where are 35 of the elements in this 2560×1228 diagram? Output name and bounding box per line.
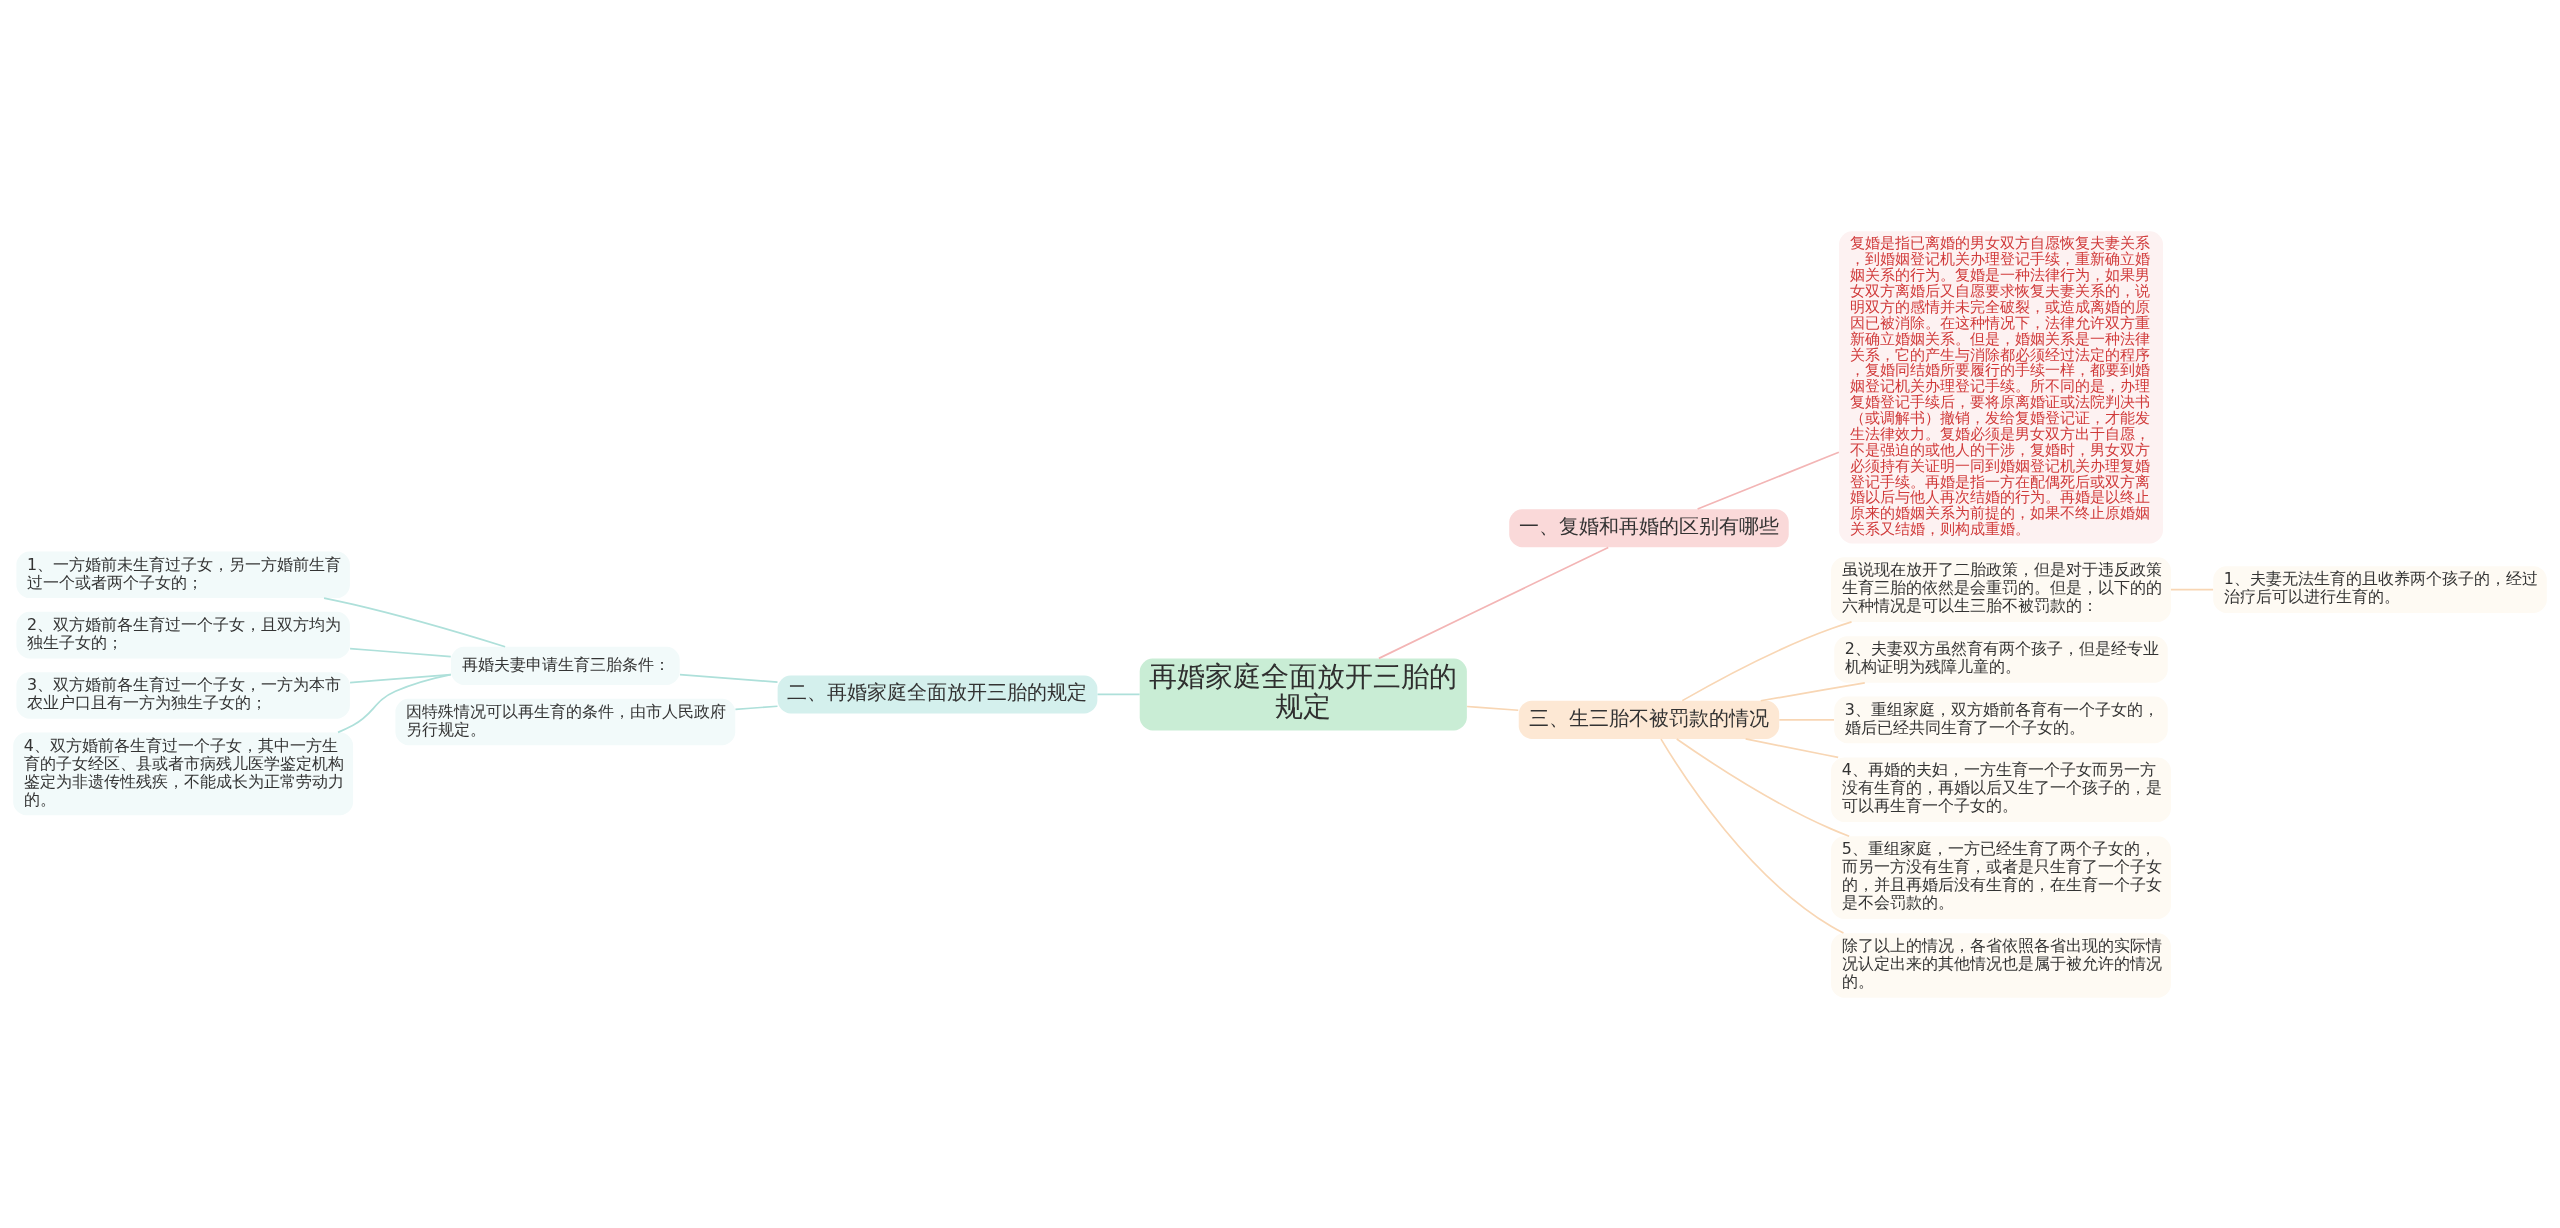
connector xyxy=(1675,737,1850,837)
connector xyxy=(337,673,452,733)
connector xyxy=(734,704,779,710)
node-box: 4、双方婚前各生育过一个子女，其中一方生育的子女经区、县或者市病残儿医学鉴定机构鉴定为非遗传性残疾，不能成长为正常劳动力的。 xyxy=(13,732,354,815)
connector xyxy=(349,647,452,658)
node-box: 2、夫妻双方虽然育有两个孩子，但是经专业机构证明为残障儿童的。 xyxy=(1834,635,2168,683)
node-box: 三、生三胎不被罚款的情况 xyxy=(1518,700,1780,739)
node-box: 5、重组家庭，一方已经生育了两个子女的，而另一方没有生育，或者是只生育了一个子女的，并且再婚后没有生育的，在生育一个子女是不会罚款的。 xyxy=(1831,835,2171,919)
connector xyxy=(349,673,452,683)
connector xyxy=(1744,737,1839,758)
node-box: 4、再婚的夫妇，一方生育一个子女而另一方没有生育的，再婚以后又生了一个孩子的，是可以再生育一个子女的。 xyxy=(1831,756,2171,822)
node-box: 再婚家庭全面放开三胎的规定 xyxy=(1139,657,1467,730)
node-box: 1、夫妻无法生育的且收养两个孩子的，经过治疗后可以进行生育的。 xyxy=(2213,565,2547,613)
connector xyxy=(679,673,779,683)
node-box: 二、再婚家庭全面放开三胎的规定 xyxy=(777,674,1098,713)
connector xyxy=(1660,737,1845,934)
node-box: 虽说现在放开了二胎政策，但是对于违反政策生育三胎的依然是会重罚的。但是，以下的的六种情况是可以生三胎不被罚款的： xyxy=(1831,556,2171,622)
node-box: 除了以上的情况，各省依照各省出现的实际情况认定出来的其他情况也是属于被允许的情况的。 xyxy=(1831,932,2171,998)
connector xyxy=(1696,450,1840,510)
node-box: 一、复婚和再婚的区别有哪些 xyxy=(1509,508,1789,547)
connector xyxy=(1378,546,1610,659)
connector xyxy=(1778,718,1835,721)
node-box: 复婚是指已离婚的男女双方自愿恢复夫妻关系，到婚姻登记机关办理登记手续，重新确立婚姻关系的行为。复婚是一种法律行为，如果男女双方离婚后又自愿要求恢复夫妻关系的，说明双方的感情并未完全破裂，或造成离婚的原因已被消除。在这种情况下，法律允许双方重新确立婚姻关系。但是，婚姻关系是一种法律关系，它的产生与消除都必须经过法定的程序，复婚同结婚所要履行的手续一样，都要到婚姻登记机关办理登记手续。所不同的是，办理复婚登记手续后，要将原离婚证或法院判决书（或调解书）撤销，发给复婚登记证，才能发生法律效力。复婚必须是男女双方出于自愿，不是强迫的或他人的干涉，复婚时，男女双方必须持有关证明一同到婚姻登记机关办理复婚登记手续。再婚是指一方在配偶死后或双方离婚以后与他人再次结婚的行为。再婚是以终止原来的婚姻关系为前提的，如果不终止原婚姻关系又结婚，则构成重婚。 xyxy=(1839,230,2163,544)
node-box: 1、一方婚前未生育过子女，另一方婚前生育过一个或者两个子女的； xyxy=(16,551,350,598)
connector xyxy=(323,596,506,648)
connector xyxy=(1096,693,1141,695)
connector xyxy=(1759,681,1866,702)
connector xyxy=(2170,588,2214,590)
connector xyxy=(1466,705,1520,711)
node-box: 再婚夫妻申请生育三胎条件： xyxy=(451,646,680,685)
node-box: 3、重组家庭，双方婚前各育有一个子女的，婚后已经共同生育了一个子女的。 xyxy=(1834,696,2168,743)
node-box: 因特殊情况可以再生育的条件，由市人民政府另行规定。 xyxy=(395,698,736,745)
node-box: 2、双方婚前各生育过一个子女，且双方均为独生子女的； xyxy=(16,611,350,658)
node-box: 3、双方婚前各生育过一个子女，一方为本市农业户口且有一方为独生子女的； xyxy=(16,671,350,719)
connector xyxy=(1681,620,1853,701)
